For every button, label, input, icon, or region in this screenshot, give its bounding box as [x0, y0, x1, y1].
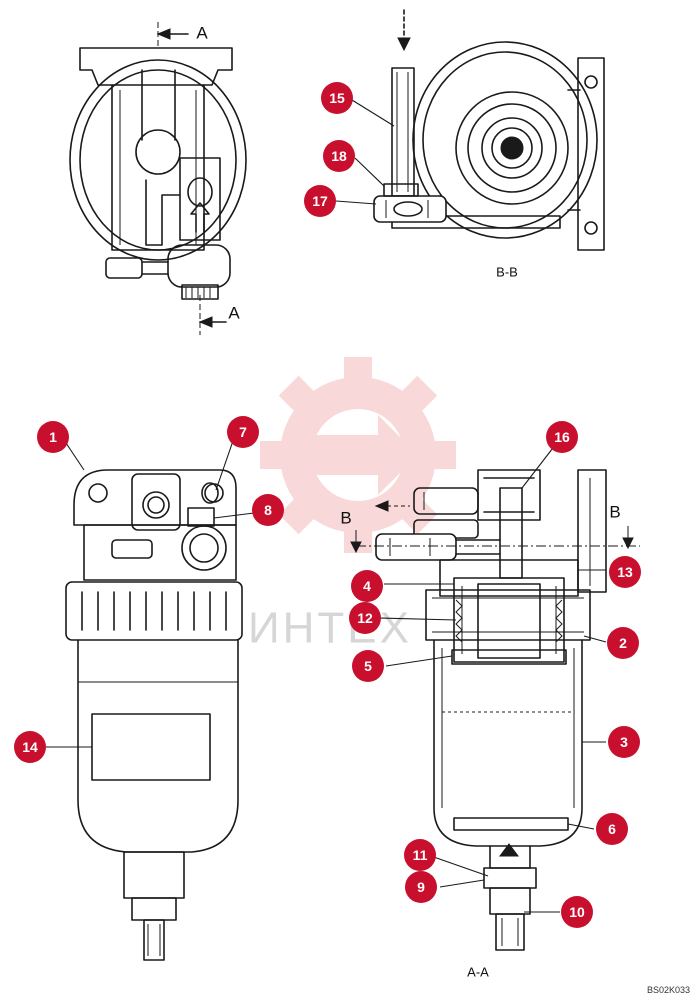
figure-code: BS02K033 — [647, 985, 690, 995]
callout-17: 17 — [304, 185, 336, 217]
callout-badge — [321, 82, 353, 114]
callout-label: 16 — [554, 429, 570, 445]
callout-4: 4 — [351, 570, 383, 602]
watermark-text: ИНТЕХ — [248, 604, 412, 653]
callout-label: 4 — [363, 578, 371, 594]
section-aa-view — [350, 469, 640, 951]
view-caption-aa: A-A — [467, 965, 489, 980]
callout-14: 14 — [14, 731, 46, 763]
callout-18: 18 — [323, 140, 355, 172]
callout-12: 12 — [349, 602, 381, 634]
leader-lines — [46, 99, 607, 913]
callout-badge — [252, 494, 284, 526]
callout-13: 13 — [609, 556, 641, 588]
callout-badge — [349, 602, 381, 634]
callout-badge — [351, 570, 383, 602]
callout-16: 16 — [546, 421, 578, 453]
external-view-filter — [65, 469, 243, 961]
section-label-a-top: A — [196, 24, 208, 43]
section-label-b-right: B — [609, 503, 620, 522]
callout-badge — [404, 839, 436, 871]
callout-badge — [609, 556, 641, 588]
callout-label: 10 — [569, 904, 585, 920]
callout-badge — [304, 185, 336, 217]
callout-label: 15 — [329, 90, 345, 106]
view-caption-bb: B-B — [496, 265, 518, 280]
callout-2: 2 — [607, 627, 639, 659]
callout-badge — [227, 416, 259, 448]
callout-badge — [607, 627, 639, 659]
callout-badge — [323, 140, 355, 172]
callout-badge — [405, 871, 437, 903]
callout-badge — [608, 726, 640, 758]
callout-5: 5 — [352, 650, 384, 682]
callout-label: 14 — [22, 739, 38, 755]
callout-6: 6 — [596, 813, 628, 845]
callout-label: 9 — [417, 879, 425, 895]
callout-badge — [14, 731, 46, 763]
callout-label: 5 — [364, 658, 372, 674]
watermark-gear-logo — [260, 357, 456, 553]
callout-badge — [37, 421, 69, 453]
callout-9: 9 — [405, 871, 437, 903]
callout-label: 3 — [620, 734, 628, 750]
callout-label: 12 — [357, 610, 373, 626]
callout-8: 8 — [252, 494, 284, 526]
callout-label: 6 — [608, 821, 616, 837]
callout-label: 18 — [331, 148, 347, 164]
callout-label: 17 — [312, 193, 328, 209]
callout-11: 11 — [404, 839, 436, 871]
callout-label: 8 — [264, 502, 272, 518]
callout-badge — [561, 896, 593, 928]
callout-7: 7 — [227, 416, 259, 448]
callout-label: 2 — [619, 635, 627, 651]
callout-1: 1 — [37, 421, 69, 453]
knurl-grooves — [81, 591, 227, 631]
callout-badge — [352, 650, 384, 682]
callout-label: 1 — [49, 429, 57, 445]
callout-badge — [546, 421, 578, 453]
section-label-b-left: B — [340, 509, 351, 528]
top-view-head — [69, 22, 247, 335]
callout-label: 13 — [617, 564, 633, 580]
callout-label: 11 — [413, 847, 428, 863]
callout-3: 3 — [608, 726, 640, 758]
callout-10: 10 — [561, 896, 593, 928]
section-bb-view — [373, 9, 605, 251]
callout-15: 15 — [321, 82, 353, 114]
callout-label: 7 — [239, 424, 247, 440]
callout-badge — [596, 813, 628, 845]
section-label-a-bottom: A — [228, 304, 240, 323]
